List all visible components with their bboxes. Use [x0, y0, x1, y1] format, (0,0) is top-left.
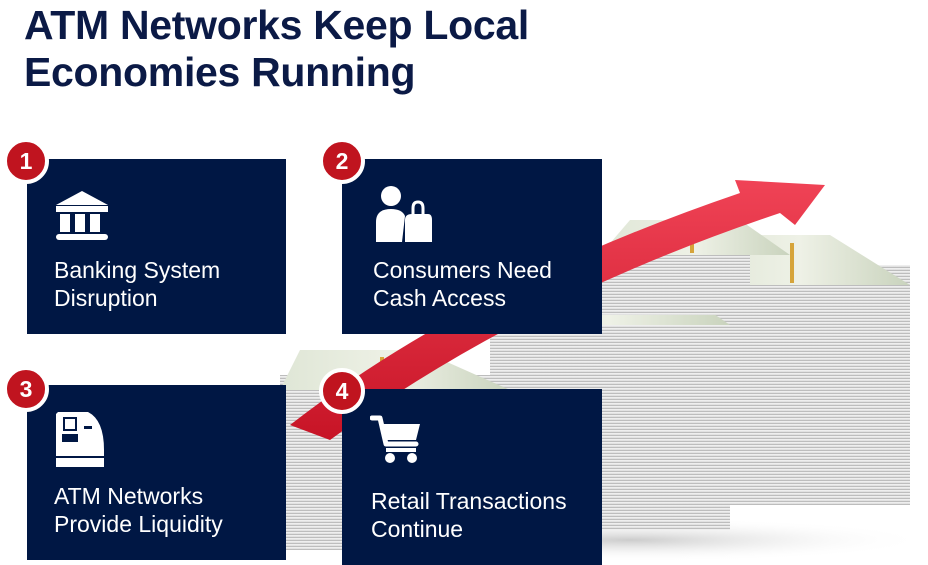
title-line-1: ATM Networks Keep Local: [24, 2, 529, 48]
card-banking-system-disruption: Banking System Disruption: [27, 159, 286, 334]
card-label: Banking System Disruption: [54, 257, 221, 311]
card-retail-transactions-continue: Retail Transactions Continue: [342, 389, 602, 565]
card-label: ATM Networks Provide Liquidity: [54, 483, 223, 537]
page-title: ATM Networks Keep Local Economies Runnin…: [24, 2, 529, 96]
bank-building-icon: [56, 191, 108, 240]
consumer-shopping-bag-icon: [376, 186, 432, 242]
shopping-cart-icon: [370, 415, 420, 463]
title-line-2: Economies Running: [24, 49, 416, 95]
step-badge-3: 3: [3, 366, 49, 412]
step-badge-2: 2: [319, 138, 365, 184]
card-label: Retail Transactions Continue: [371, 488, 567, 542]
step-badge-1: 1: [3, 138, 49, 184]
atm-machine-icon: [56, 412, 104, 467]
step-badge-4: 4: [319, 368, 365, 414]
card-atm-networks-provide-liquidity: ATM Networks Provide Liquidity: [27, 385, 286, 560]
card-label: Consumers Need Cash Access: [373, 257, 552, 311]
card-consumers-need-cash-access: Consumers Need Cash Access: [342, 159, 602, 334]
